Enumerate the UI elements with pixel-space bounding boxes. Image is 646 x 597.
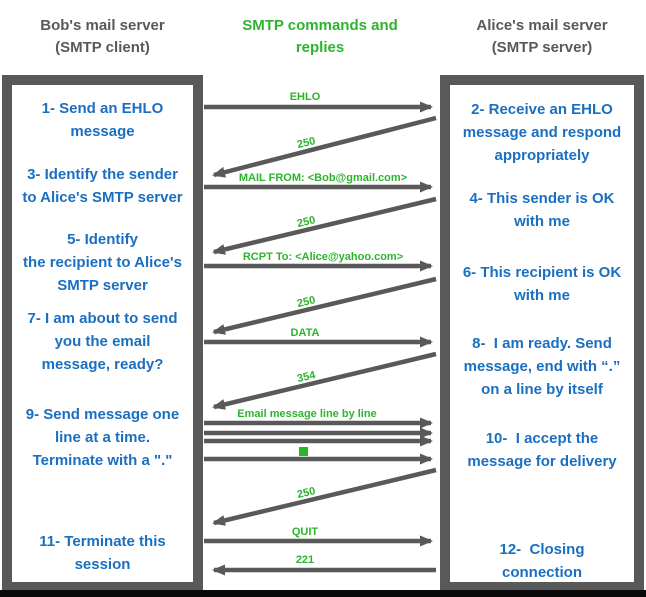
server-step-12: 12- Closing connection [499, 541, 585, 581]
bottom-bar [0, 590, 646, 597]
server-step-8: 8- I am ready. Send message, end with “.… [463, 335, 621, 398]
dot-line-marker [299, 447, 308, 456]
label-mail-from: MAIL FROM: <Bob@gmail.com> [239, 172, 407, 184]
server-step-6: 6- This recipient is OK with me [462, 264, 622, 304]
label-rcpt-to: RCPT To: <Alice@yahoo.com> [243, 251, 403, 263]
client-box: 1- Send an EHLO message 3- Identify the … [2, 75, 203, 592]
client-step-7: 7- I am about to send you the email mess… [27, 310, 178, 373]
client-step-1: 1- Send an EHLO message [41, 100, 164, 140]
client-step-5: 5- Identify the recipient to Alice's SMT… [23, 231, 182, 294]
label-250-3: 250 [296, 294, 317, 310]
arrow-250-reply-1 [212, 115, 437, 178]
label-250-2: 250 [296, 214, 317, 230]
server-box: 2- Receive an EHLO message and respond a… [440, 75, 644, 592]
label-221: 221 [296, 554, 314, 566]
server-step-10: 10- I accept the message for delivery [467, 430, 617, 470]
client-step-3: 3- Identify the sender to Alice's SMTP s… [22, 166, 183, 206]
label-354: 354 [296, 369, 317, 385]
label-ehlo: EHLO [290, 91, 321, 103]
server-header: Alice's mail server (SMTP server) [476, 17, 608, 56]
server-step-2: 2- Receive an EHLO message and respond a… [462, 101, 622, 164]
client-step-9: 9- Send message one line at a time. Term… [25, 406, 180, 469]
label-250-1: 250 [296, 135, 317, 151]
label-data: DATA [291, 327, 320, 339]
client-header: Bob's mail server (SMTP client) [40, 17, 165, 56]
middle-header: SMTP commands and replies [242, 17, 398, 56]
arrow-250-reply-2 [212, 196, 437, 255]
arrow-250-reply-4 [212, 467, 437, 526]
server-step-4: 4- This sender is OK with me [469, 190, 615, 230]
label-quit: QUIT [292, 526, 319, 538]
arrow-250-reply-3 [212, 276, 437, 335]
label-email-lines: Email message line by line [237, 408, 376, 420]
arrow-354-reply [212, 351, 437, 410]
client-step-11: 11- Terminate this session [39, 533, 166, 573]
label-250-4: 250 [296, 485, 317, 501]
